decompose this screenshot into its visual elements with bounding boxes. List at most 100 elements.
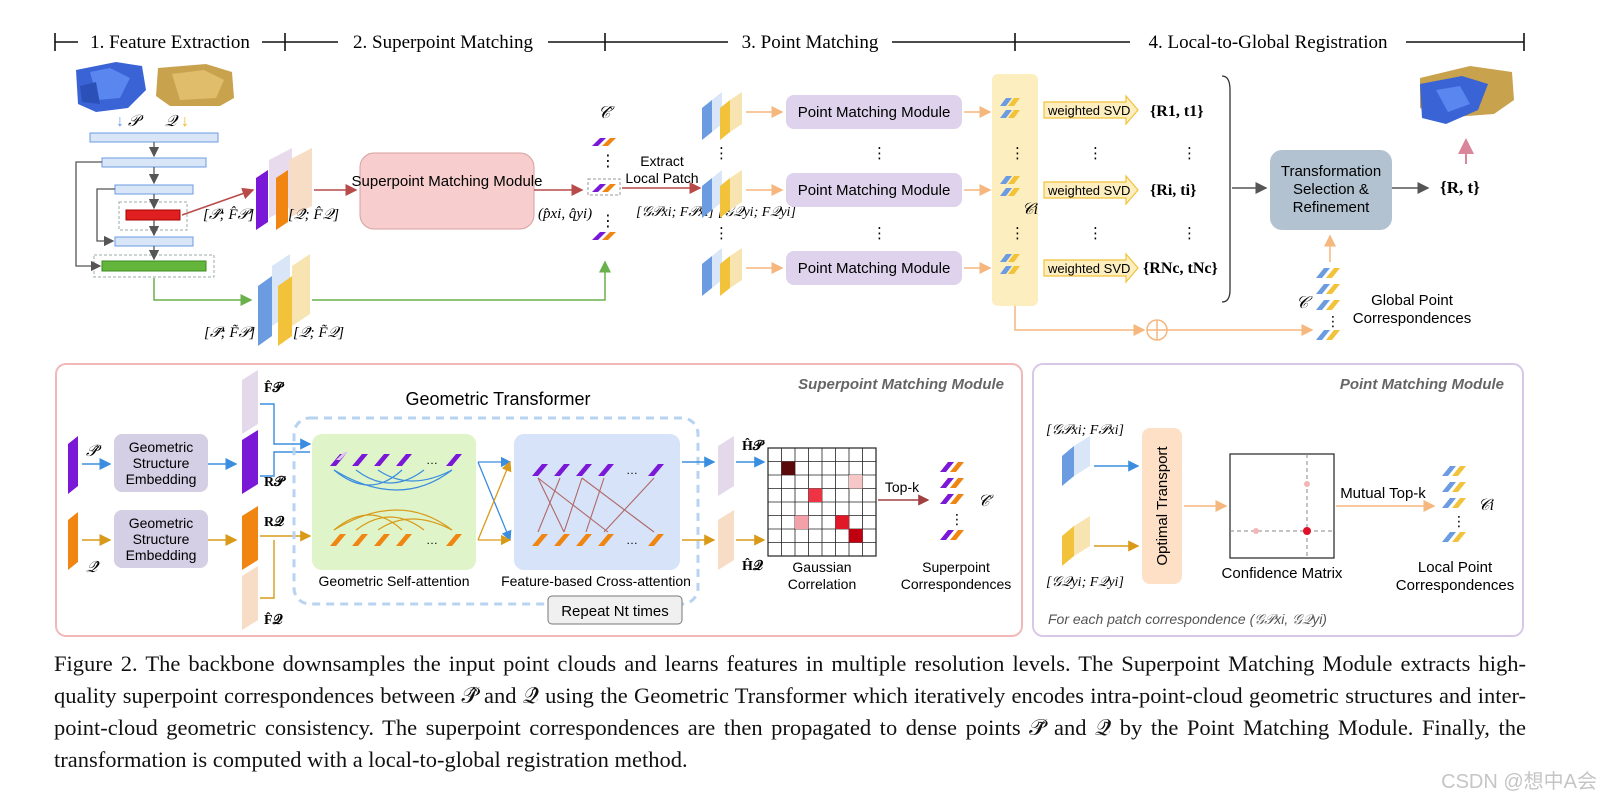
pipeline-diagram: 1. Feature Extraction 2. Superpoint Matc… xyxy=(54,30,1525,637)
bl-feature-bars xyxy=(242,370,258,630)
point-module-panel xyxy=(1032,363,1524,637)
global-ellipsis: ⋮ xyxy=(1326,313,1340,329)
watermark: CSDN @想中A会 xyxy=(1441,771,1597,793)
self-attn-tokens-q xyxy=(330,534,462,546)
lpc-l2: Correspondences xyxy=(1396,577,1514,594)
point-module-label-3: Point Matching Module xyxy=(798,260,951,277)
embed-q-l3: Embedding xyxy=(126,547,197,563)
vdots-a2: ⋮ xyxy=(714,225,729,242)
cross-dots-q: … xyxy=(626,533,638,547)
local-ellipsis: ⋮ xyxy=(1452,513,1466,529)
br-p-bar xyxy=(1062,446,1074,486)
patch-q-label: [𝒢𝒬yi; F𝒬yi] xyxy=(718,205,796,220)
ci-label: 𝒞i xyxy=(1022,201,1038,218)
patch-p-label: [𝒢𝒫xi; F𝒫xi] xyxy=(636,205,714,220)
optimal-transport-box xyxy=(1142,428,1182,584)
coarse-p-label: [𝒫̂; F̂𝒫] xyxy=(203,207,254,223)
transform-nc: {RNc, tNc} xyxy=(1143,260,1218,277)
vdots-a1: ⋮ xyxy=(714,145,729,162)
coarse-q-label: [𝒬̂; F̂𝒬] xyxy=(288,207,339,223)
embed-q-l2: Structure xyxy=(133,531,190,547)
dense-q-label: [𝒬̃; F̃𝒬] xyxy=(293,325,344,341)
point-module-label-1: Point Matching Module xyxy=(798,104,951,121)
repeat-label: Repeat Nt times xyxy=(561,603,669,620)
br-gp: [𝒢𝒫xi; F𝒫xi] xyxy=(1046,423,1124,438)
transform-i: {Ri, ti} xyxy=(1150,182,1196,199)
self-dots-q: … xyxy=(426,533,438,547)
gt-title: Geometric Transformer xyxy=(405,389,590,409)
bl-p-hat: 𝒫̂ xyxy=(86,443,102,460)
stage-label-1: 1. Feature Extraction xyxy=(90,32,250,53)
pair-label: (p̂xi, q̂yi) xyxy=(538,206,592,222)
br-panel-title: Point Matching Module xyxy=(1340,376,1504,393)
global-line2: Correspondences xyxy=(1353,310,1471,327)
vdots-e2: ⋮ xyxy=(1182,225,1197,242)
self-attn-tokens-p xyxy=(330,452,462,466)
c-hat-ellipsis-2: ⋮ xyxy=(600,213,616,230)
selection-line1: Transformation xyxy=(1281,163,1381,180)
transforms-brace xyxy=(1221,75,1231,303)
repeat-box xyxy=(547,595,683,625)
bl-embedding-box-p xyxy=(114,434,208,492)
confidence-matrix xyxy=(1229,453,1335,559)
lpc-l1: Local Point xyxy=(1418,559,1493,576)
stage-label-2: 2. Superpoint Matching xyxy=(353,32,533,53)
coarse-features xyxy=(256,148,312,230)
conf-label: Confidence Matrix xyxy=(1222,565,1343,582)
br-p-bar-light xyxy=(1074,436,1090,476)
self-dots-p: … xyxy=(426,453,438,467)
svd-label-2: weighted SVD xyxy=(1047,183,1130,198)
stage-label-3: 3. Point Matching xyxy=(742,32,879,53)
output-registered-cloud xyxy=(1420,66,1514,124)
cross-attn-tokens-q xyxy=(532,534,664,546)
extract-line2: Local Patch xyxy=(625,170,698,186)
vdots-d1: ⋮ xyxy=(1088,145,1103,162)
input-cloud-p xyxy=(76,62,146,112)
ot-label: Optimal Transport xyxy=(1154,446,1171,566)
global-line1: Global Point xyxy=(1371,292,1454,309)
superpoint-matching-module: Superpoint Matching Module xyxy=(352,152,542,230)
point-matching-rows xyxy=(702,92,992,296)
figure-caption: Figure 2. The backbone downsamples the i… xyxy=(54,651,1526,772)
vdots-e1: ⋮ xyxy=(1182,145,1197,162)
bl-r-q: R𝒬 xyxy=(264,514,285,530)
transform-1: {R1, t1} xyxy=(1150,103,1204,120)
global-c-symbol: 𝒞 xyxy=(1296,293,1313,312)
final-transform: {R, t} xyxy=(1440,178,1480,197)
sc-l2: Correspondences xyxy=(901,576,1012,592)
gauss-l2: Correlation xyxy=(788,576,856,592)
vdots-b1: ⋮ xyxy=(872,145,887,162)
stage-label-4: 4. Local-to-Global Registration xyxy=(1148,32,1388,53)
bl-f-hat-p: F̂𝒫 xyxy=(264,379,285,396)
global-correspondence-pairs xyxy=(1316,268,1340,340)
bl-embedding-box-q xyxy=(114,510,208,568)
input-q-label: 𝒬 xyxy=(165,113,179,130)
sc-ellipsis: ⋮ xyxy=(950,511,964,527)
embed-p-l2: Structure xyxy=(133,455,190,471)
topk-label: Top-k xyxy=(885,479,920,495)
cross-dots-p: … xyxy=(626,463,638,477)
vdots-b2: ⋮ xyxy=(872,225,887,242)
bl-p-bar xyxy=(68,436,78,494)
backbone xyxy=(75,132,255,306)
vdots-c2: ⋮ xyxy=(1010,225,1025,242)
bl-q-bar xyxy=(68,512,78,570)
gauss-l1: Gaussian xyxy=(792,559,851,575)
weighted-svd-arrows xyxy=(1043,94,1139,284)
selection-line2: Selection & xyxy=(1293,181,1369,198)
transformer-frame xyxy=(292,416,700,606)
dense-features xyxy=(258,254,310,346)
h-p-label: Ĥ𝒫 xyxy=(742,437,765,454)
input-p-label: 𝒫 xyxy=(128,113,144,130)
embed-q-l1: Geometric xyxy=(129,515,194,531)
extract-line1: Extract xyxy=(640,153,684,169)
c-hat-pairs xyxy=(587,138,621,240)
h-q-bar xyxy=(718,510,734,570)
cross-attn-label: Feature-based Cross-attention xyxy=(501,573,691,589)
svg-text:↓: ↓ xyxy=(116,113,124,130)
br-gq: [𝒢𝒬yi; F𝒬yi] xyxy=(1046,575,1124,590)
superpoint-module-panel xyxy=(55,363,1023,637)
svd-label-1: weighted SVD xyxy=(1047,103,1130,118)
embed-p-l1: Geometric xyxy=(129,439,194,455)
bl-panel-title: Superpoint Matching Module xyxy=(798,376,1004,393)
